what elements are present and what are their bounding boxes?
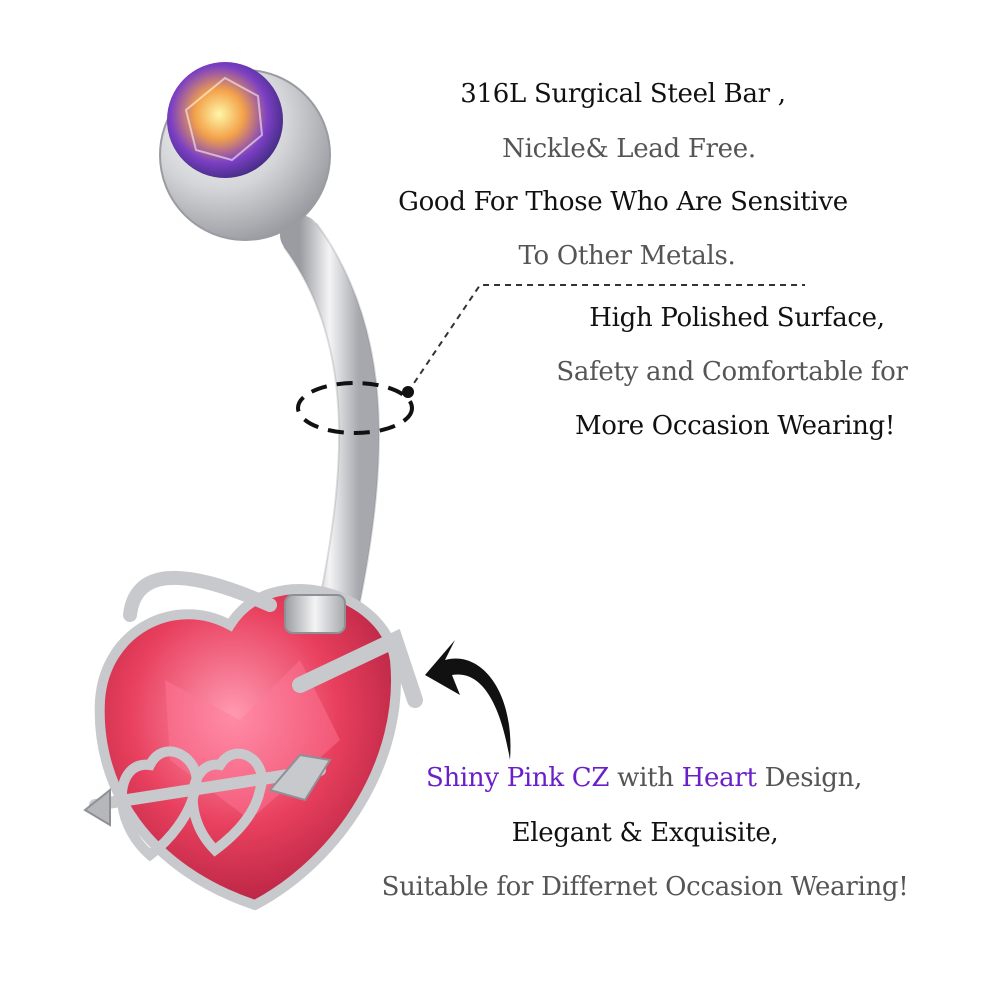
highlight-heart: Heart	[681, 763, 757, 793]
middle-text-line-1: High Polished Surface,	[589, 303, 885, 333]
top-ball-gem	[167, 62, 283, 178]
top-text-line-3: Good For Those Who Are Sensitive	[398, 187, 848, 217]
arrow-feathers	[268, 753, 332, 802]
top-text-line-2: Nickle& Lead Free.	[502, 134, 756, 164]
small-heart-right	[187, 748, 267, 857]
small-heart-left	[116, 746, 202, 862]
middle-text-line-2: Safety and Comfortable for	[556, 357, 908, 387]
setting-prong	[123, 570, 277, 622]
bottom-text-line-3: Suitable for Differnet Occasion Wearing!	[381, 872, 909, 902]
top-text-line-4: To Other Metals.	[518, 241, 736, 271]
middle-text-line-3: More Occasion Wearing!	[574, 411, 896, 441]
bar-marker-ellipse	[296, 381, 414, 435]
highlight-shiny-pink-cz: Shiny Pink CZ	[425, 763, 610, 793]
bottom-text-line-1: Shiny Pink CZ with Heart Design,	[426, 763, 862, 793]
text-design: Design,	[756, 763, 863, 793]
text-with: with	[609, 763, 682, 793]
callout-dot	[402, 386, 414, 398]
pointer-arrow	[425, 640, 511, 760]
arrow-tip	[83, 787, 111, 827]
callout-line	[407, 284, 805, 393]
bar-joint	[284, 594, 346, 634]
top-text-line-1: 316L Surgical Steel Bar ,	[460, 79, 786, 109]
bottom-text-line-2: Elegant & Exquisite,	[511, 818, 779, 848]
